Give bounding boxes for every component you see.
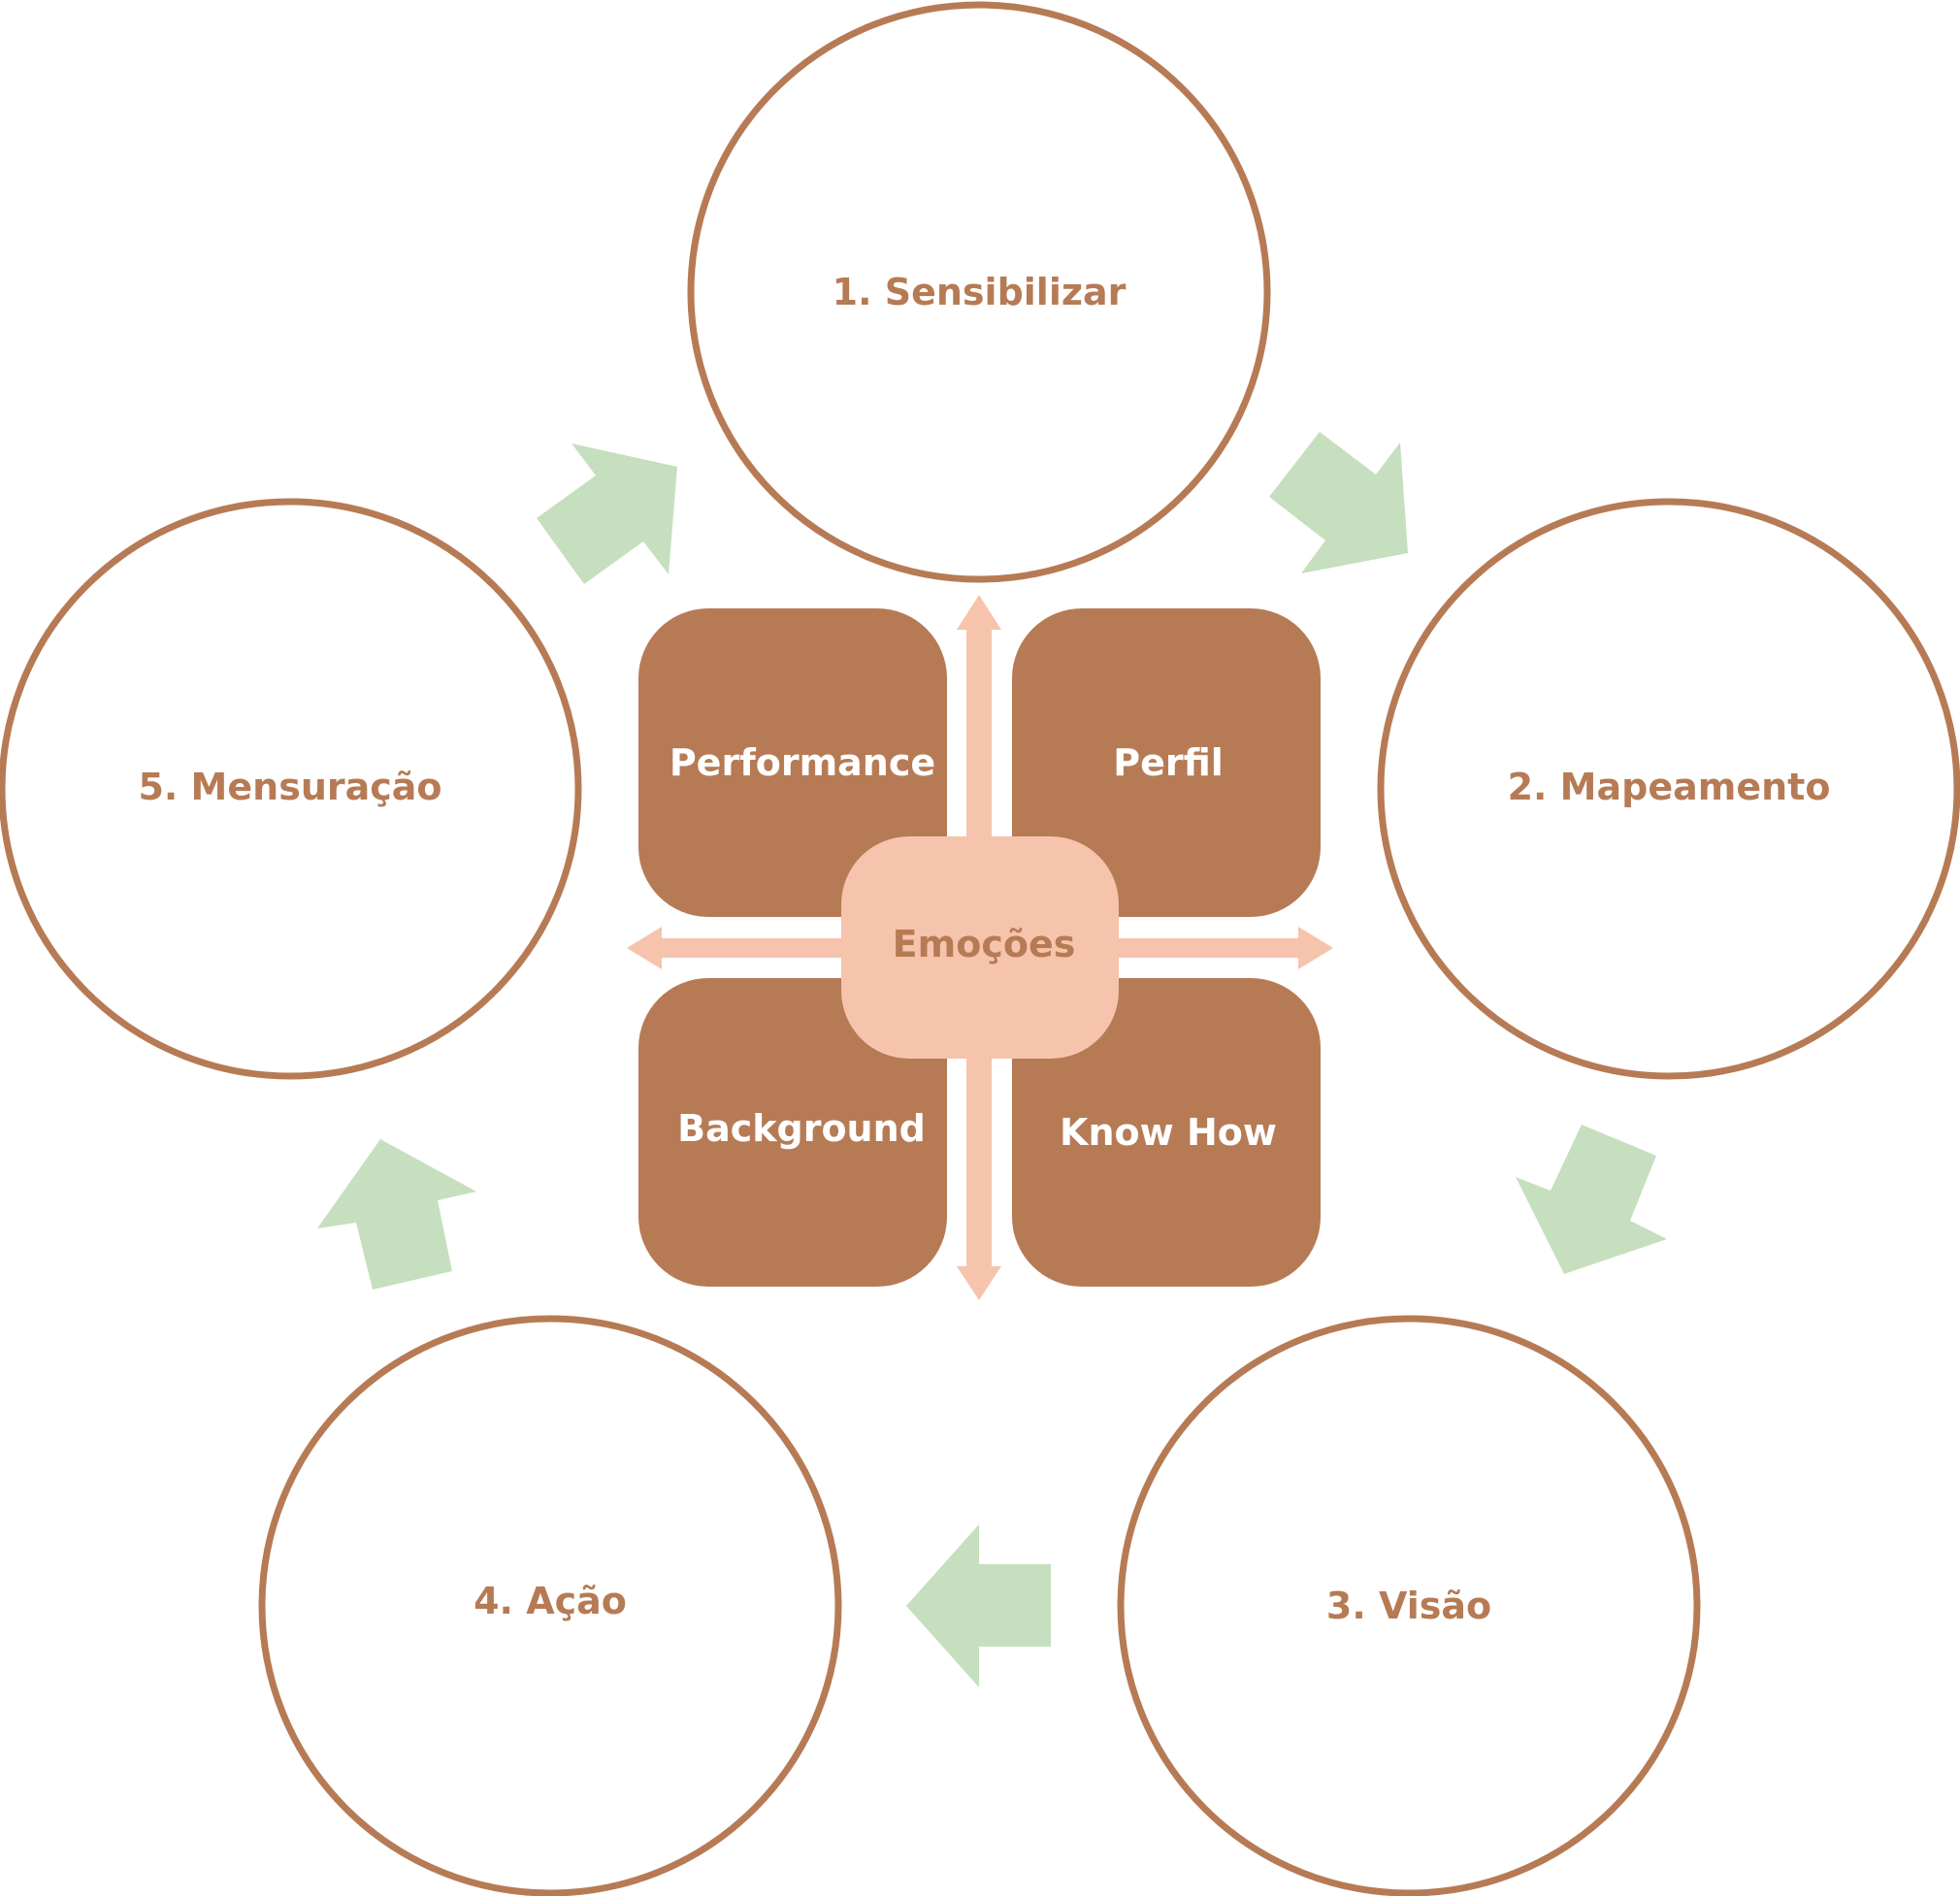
- step-label: 3. Visão: [1326, 1585, 1491, 1627]
- quadrant-label: Performance: [670, 741, 935, 784]
- arrow-2-to-3: [1516, 1125, 1667, 1274]
- step-label: 4. Ação: [474, 1580, 627, 1622]
- quadrant-label: Know How: [1060, 1111, 1277, 1154]
- step-label: 5. Mensuração: [138, 766, 441, 808]
- quadrant-know-how: Know How: [1012, 978, 1321, 1287]
- quadrant-background: Background: [638, 978, 947, 1287]
- step-circle-5: 5. Mensuração: [0, 498, 582, 1080]
- arrow-1-to-2: [1269, 432, 1408, 573]
- quadrant-perfil: Perfil: [1012, 608, 1321, 917]
- step-circle-1: 1. Sensibilizar: [687, 1, 1271, 583]
- quadrant-label: Perfil: [1113, 741, 1224, 784]
- step-label: 2. Mapeamento: [1508, 766, 1831, 808]
- arrow-3-to-4: [906, 1524, 1051, 1687]
- flow-arrows: [317, 432, 1667, 1687]
- quadrant-label: Background: [677, 1107, 926, 1150]
- step-label: 1. Sensibilizar: [833, 271, 1127, 313]
- quadrant-performance: Performance: [638, 608, 947, 917]
- arrow-4-to-5: [317, 1139, 476, 1290]
- arrow-5-to-1: [537, 443, 677, 584]
- center-emocoes: Emoções: [841, 836, 1119, 1059]
- step-circle-4: 4. Ação: [258, 1315, 842, 1896]
- step-circle-3: 3. Visão: [1117, 1315, 1701, 1896]
- center-label: Emoções: [893, 923, 1076, 965]
- step-circle-2: 2. Mapeamento: [1377, 498, 1960, 1080]
